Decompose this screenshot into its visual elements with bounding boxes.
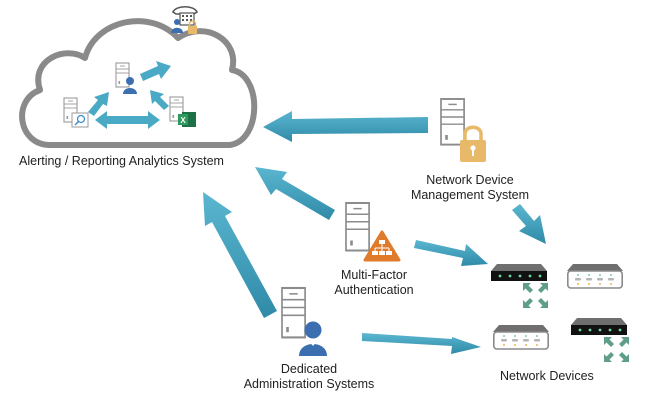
arrow-ndms-to-devices [512,204,546,244]
ndms-label-line1: Network Device [426,173,514,187]
report-search-icon [71,112,89,128]
network-switch-dark-1 [491,264,547,281]
mfa-label-line1: Multi-Factor [341,268,407,282]
lock-icon [460,125,486,162]
headset-user-icon [123,77,137,94]
arrow-das-to-devices [362,333,481,354]
mfa-label: Multi-Factor Authentication [319,268,429,298]
user-icon [299,321,327,356]
expand-icon-1 [523,283,548,308]
cloud-icon [19,18,258,148]
cloud-arrow-right-up [150,90,169,110]
svg-text:X: X [180,116,186,125]
arrow-mfa-to-devices [414,240,488,266]
expand-icon-2 [604,337,629,362]
das-server-icon [280,286,307,339]
network-switch-light-2 [492,324,550,350]
excel-icon: X [178,112,196,127]
network-switch-light-1 [566,263,624,289]
arrow-mfa-to-analytics [255,167,335,220]
ndms-label: Network Device Management System [400,173,540,203]
cloud-arrow-left-up [88,92,109,116]
phone-user-lock-icon [171,5,198,34]
arrow-das-to-analytics [203,192,277,318]
ndms-label-line2: Management System [410,188,530,202]
mfa-label-line2: Authentication [334,283,414,297]
ndms-server-icon [440,98,466,146]
das-label-line1: Dedicated [280,362,338,376]
arrow-ndms-to-analytics [263,111,428,142]
das-label-line2: Administration Systems [243,377,375,391]
main-arrows [203,111,546,354]
analytics-system-label: Alerting / Reporting Analytics System [19,154,224,168]
network-devices-label: Network Devices [500,369,594,383]
network-switch-dark-2 [571,318,627,335]
cloud-arrow-bidirectional [95,111,160,129]
network-hierarchy-icon [363,230,401,262]
mfa-server-icon [345,202,371,252]
cloud-arrow-to-phone [140,61,171,81]
das-label: Dedicated Administration Systems [229,362,389,392]
cloud-arrows [88,61,171,129]
